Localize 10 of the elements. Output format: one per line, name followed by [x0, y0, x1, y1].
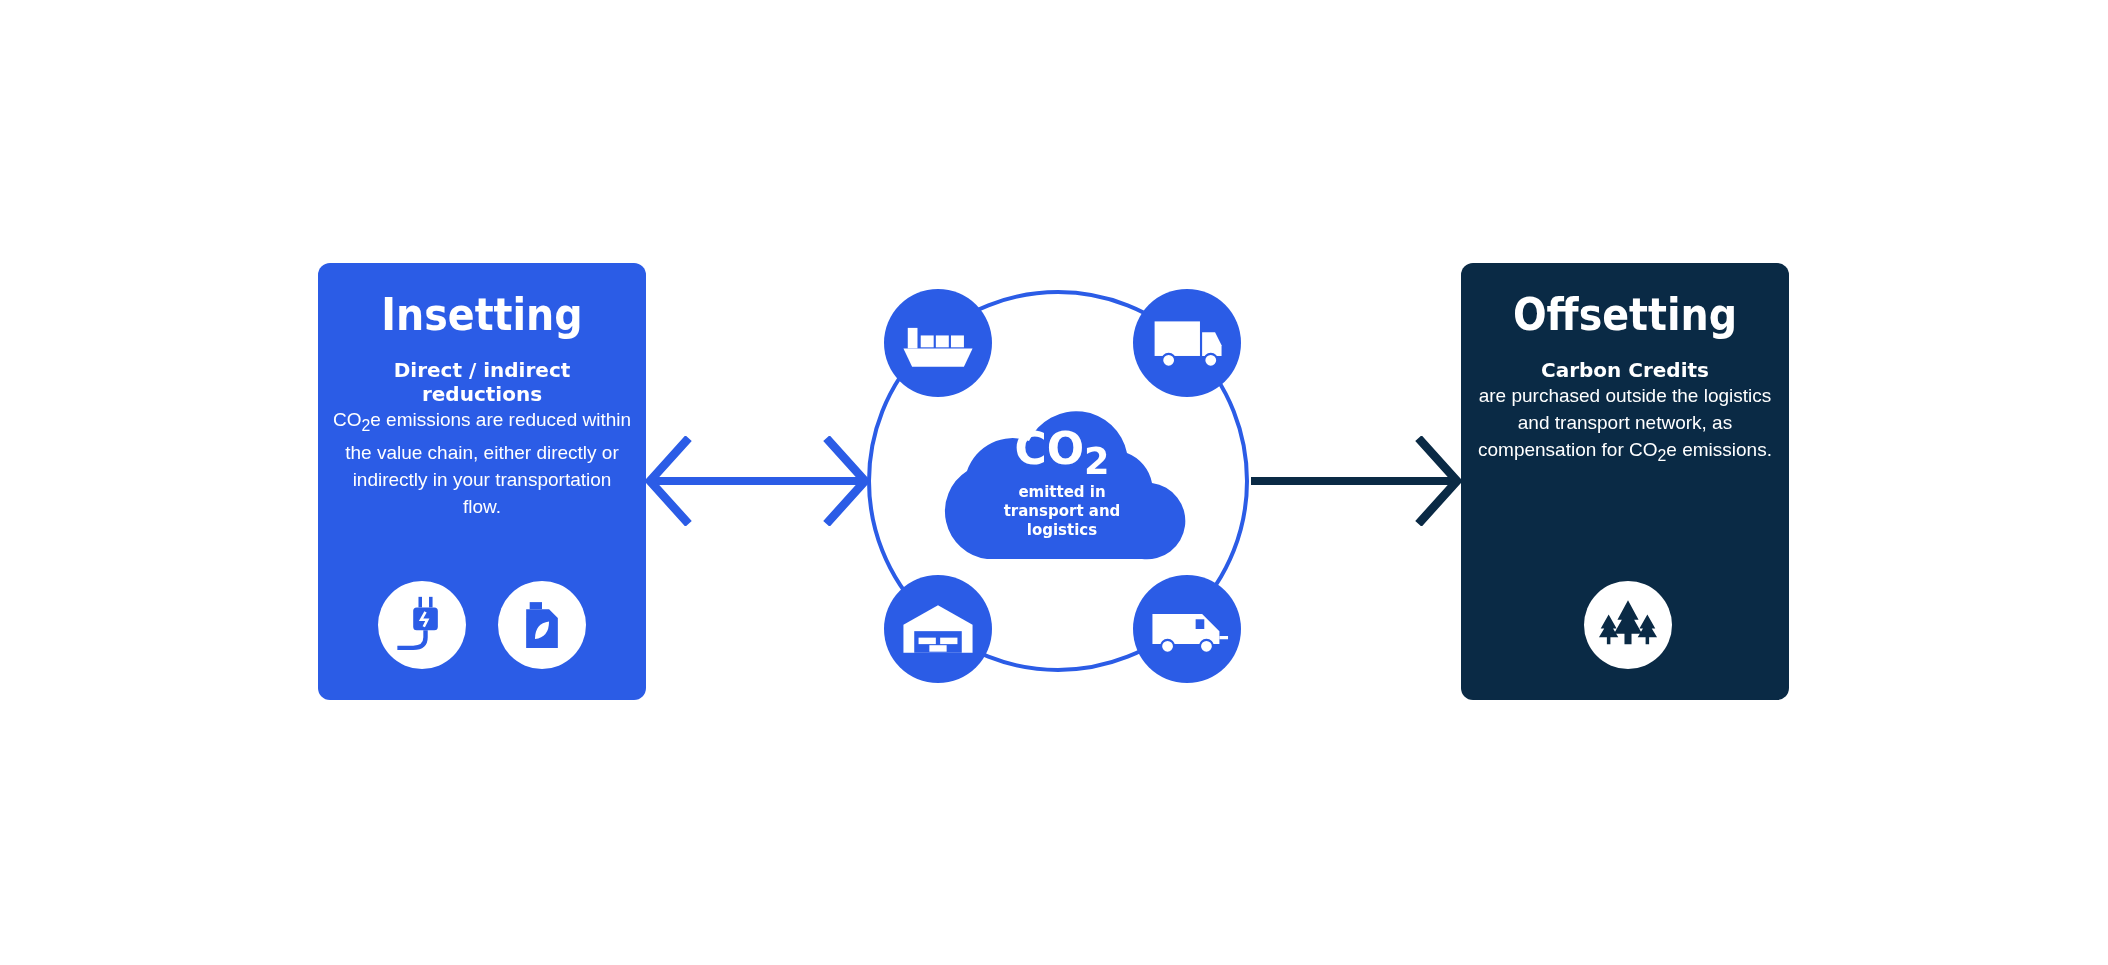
body-text: CO$_{2}$e emissions are reduced within the value chain, either directly or indirectly in your transportation flow. [331, 408, 633, 519]
heading-text: Offsetting [1511, 289, 1739, 340]
subheading-text: Carbon Credits [1539, 358, 1710, 382]
heading-text: Insetting [380, 289, 584, 340]
double-arrow [645, 433, 870, 529]
body-text: are purchased outside the logistics and transport network, as compensation for CO$_{2}$e emissions. [1477, 384, 1773, 466]
subheading-text: Direct / indirect reductions [392, 358, 572, 406]
process-card [1461, 263, 1789, 700]
process-card [318, 263, 646, 700]
cloud-text: emitted in transport and logistics [1002, 482, 1122, 540]
